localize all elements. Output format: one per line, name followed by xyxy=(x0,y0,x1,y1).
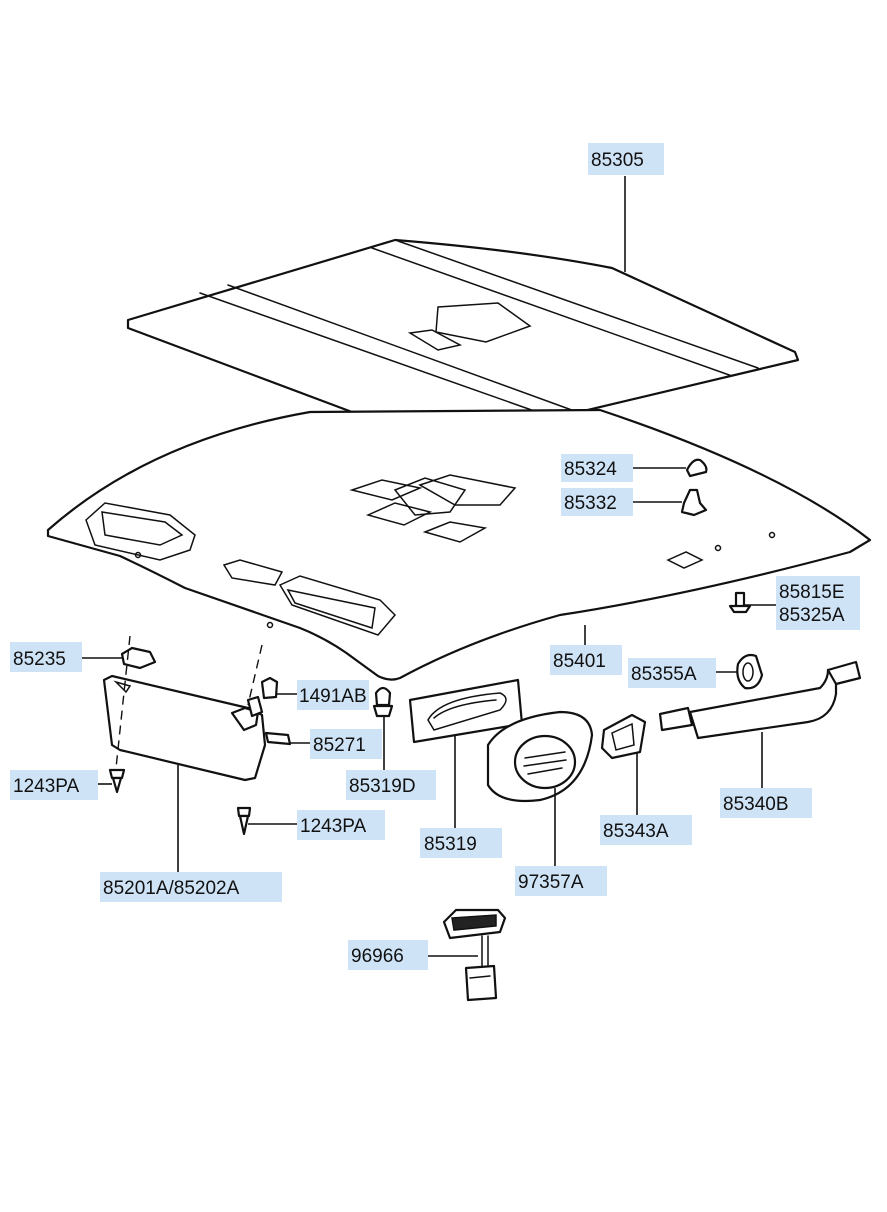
callout-85355A: 85355A xyxy=(628,658,716,688)
svg-text:85324: 85324 xyxy=(564,459,617,480)
svg-text:1243PA: 1243PA xyxy=(300,816,367,837)
fastener-right-part xyxy=(728,591,752,614)
svg-text:85319D: 85319D xyxy=(349,776,416,797)
callout-1243PA-left: 1243PA xyxy=(10,770,98,800)
svg-text:85343A: 85343A xyxy=(603,821,669,842)
svg-text:1243PA: 1243PA xyxy=(13,776,80,797)
svg-text:97357A: 97357A xyxy=(518,872,584,893)
callout-85235: 85235 xyxy=(10,642,82,672)
svg-text:85325A: 85325A xyxy=(779,605,845,626)
callout-85324: 85324 xyxy=(561,454,633,482)
screw-left-part xyxy=(108,768,126,794)
svg-text:85340B: 85340B xyxy=(723,794,789,815)
callout-85319D: 85319D xyxy=(346,770,436,800)
hook-part xyxy=(736,653,764,690)
svg-text:96966: 96966 xyxy=(351,946,404,967)
callout-85201A-85202A: 85201A/85202A xyxy=(100,872,282,902)
room-lamp-part xyxy=(442,908,507,1002)
callout-85401: 85401 xyxy=(550,645,622,675)
clip-a-part xyxy=(685,458,708,478)
callout-85343A: 85343A xyxy=(600,815,692,845)
cover-small-part xyxy=(600,713,647,760)
clip-b-part xyxy=(680,488,708,517)
svg-text:1491AB: 1491AB xyxy=(299,686,367,707)
screw-bottom-part xyxy=(236,806,252,836)
svg-text:85815E: 85815E xyxy=(779,582,845,603)
callout-85815E-85325A: 85815E 85325A xyxy=(776,576,860,630)
clip-c-part xyxy=(260,676,279,700)
svg-text:85305: 85305 xyxy=(591,150,644,171)
callout-96966: 96966 xyxy=(348,940,428,970)
callout-85319: 85319 xyxy=(420,828,502,858)
screw-top-part xyxy=(372,686,394,718)
assist-handle-part xyxy=(658,660,862,740)
callout-85340B: 85340B xyxy=(720,788,812,818)
vent-grille-part xyxy=(486,710,594,803)
callout-85332: 85332 xyxy=(561,488,633,516)
svg-text:85201A/85202A: 85201A/85202A xyxy=(103,878,240,899)
callout-85305: 85305 xyxy=(588,143,664,175)
callout-1491AB: 1491AB xyxy=(297,680,369,710)
svg-text:85332: 85332 xyxy=(564,493,617,514)
svg-text:85401: 85401 xyxy=(553,651,606,672)
svg-text:85271: 85271 xyxy=(313,735,366,756)
callout-85271: 85271 xyxy=(310,729,382,759)
svg-text:85319: 85319 xyxy=(424,834,477,855)
retainer-left-part xyxy=(120,646,157,670)
svg-text:85355A: 85355A xyxy=(631,664,697,685)
holder-part xyxy=(264,731,292,746)
callout-1243PA-bottom: 1243PA xyxy=(297,810,385,840)
svg-text:85235: 85235 xyxy=(13,649,66,670)
headlining-main-panel xyxy=(46,408,872,681)
sunvisor-part xyxy=(102,674,267,782)
callout-97357A: 97357A xyxy=(515,866,607,896)
